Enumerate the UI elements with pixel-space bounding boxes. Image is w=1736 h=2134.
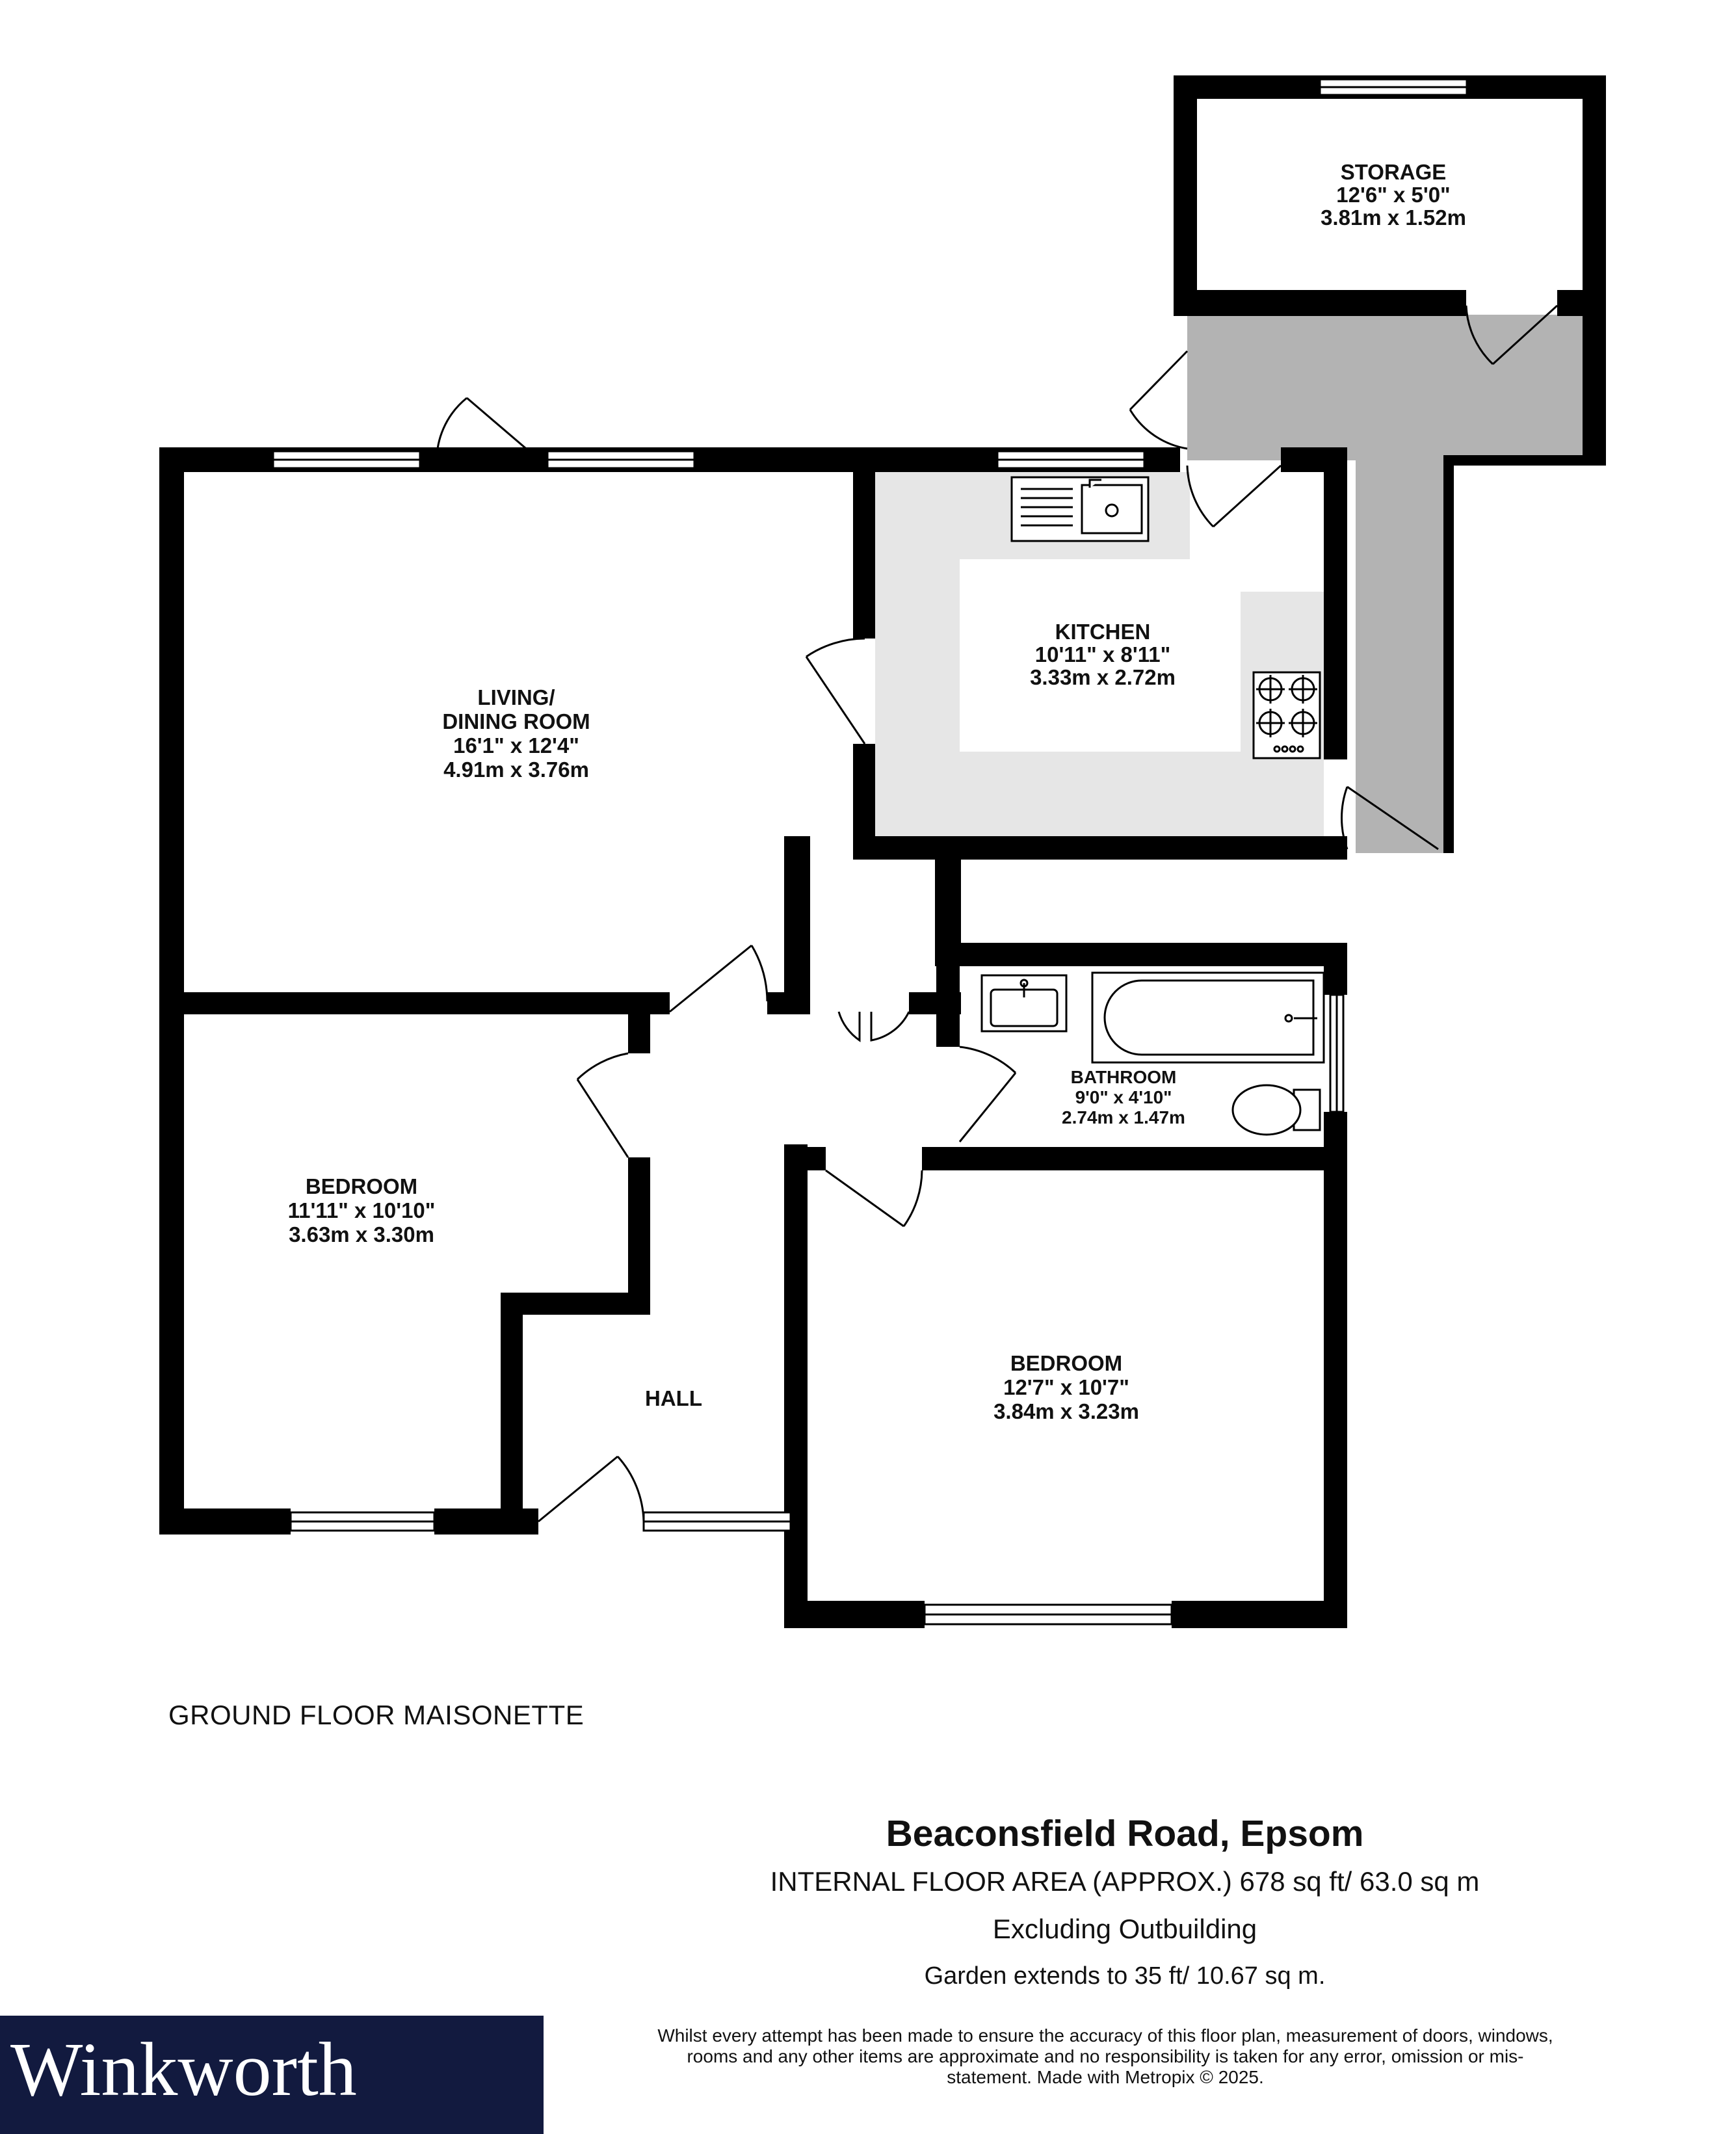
door-cupboard [837,1011,910,1042]
disclaimer: Whilst every attempt has been made to en… [657,2025,1553,2087]
bath-wall-right-top [1324,943,1347,995]
bathroom-basin [980,974,1068,1033]
door-bathroom [958,1046,1017,1142]
door-living-hall [669,944,769,1013]
internal-floor-area: INTERNAL FLOOR AREA (APPROX.) 678 sq ft/… [770,1866,1480,1897]
hall-name: HALL [645,1386,702,1410]
hob [1252,671,1321,759]
room-label-bathroom: BATHROOM 9'0" x 4'10" 2.74m x 1.47m [1062,1067,1185,1127]
living-metric: 4.91m x 3.76m [443,757,589,782]
bedroom1-wall-right-mid [628,1157,650,1313]
floor-name: GROUND FLOOR MAISONETTE [168,1700,585,1730]
door-front [538,1455,645,1523]
bedroom1-wall-bottom-left [159,1508,291,1535]
door-living-garden [436,397,548,468]
storage-metric: 3.81m x 1.52m [1321,205,1466,230]
bedroom2-metric: 3.84m x 3.23m [993,1399,1139,1423]
outbuilding-area [1187,315,1589,853]
room-label-storage: STORAGE 12'6" x 5'0" 3.81m x 1.52m [1321,160,1466,230]
corridor-wall-right [1583,310,1606,460]
bedroom2-wall-top-right [922,1147,1347,1170]
bedroom2-wall-right [1324,1147,1347,1628]
corridor-wall-inner [1443,455,1454,853]
storage-wall-left [1174,75,1197,316]
bath-wall-left [936,943,960,1047]
living-wall-left [159,447,184,1535]
kitchen-wall-bottom [853,836,1347,860]
bedroom1-notch-left [501,1293,523,1535]
storage-name: STORAGE [1341,160,1447,184]
kitchen-name: KITCHEN [1055,620,1151,644]
winkworth-logo: Winkworth [0,2016,544,2134]
storage-imperial: 12'6" x 5'0" [1336,183,1450,207]
bedroom1-imperial: 11'11" x 10'10" [288,1198,436,1222]
bedroom2-name: BEDROOM [1010,1351,1122,1375]
room-label-bedroom2: BEDROOM 12'7" x 10'7" 3.84m x 3.23m [993,1351,1139,1423]
bedroom2-wall-left [784,1147,808,1628]
bedroom2-wall-bottom-left [784,1601,925,1628]
bath-wall-top [936,943,1347,966]
floor-plan: STORAGE 12'6" x 5'0" 3.81m x 1.52m KITCH… [159,75,1606,1628]
storage-wall-right [1583,75,1606,310]
bedroom1-name: BEDROOM [306,1174,417,1198]
bedroom1-wall-top [159,992,670,1014]
living-imperial: 16'1" x 12'4" [453,733,579,757]
door-bedroom1 [576,1052,629,1158]
bathtub [1091,971,1325,1064]
bedroom2-wall-bottom-right [1172,1601,1347,1628]
logo-text: Winkworth [10,2027,357,2112]
room-label-living: LIVING/ DINING ROOM 16'1" x 12'4" 4.91m … [442,685,590,782]
kitchen-wall-right [1324,447,1347,759]
room-label-hall: HALL [645,1386,702,1410]
door-kitchen-corridor [1186,464,1282,528]
bathroom-imperial: 9'0" x 4'10" [1075,1087,1172,1107]
bedroom1-metric: 3.63m x 3.30m [289,1222,434,1246]
toilet [1231,1084,1321,1136]
corridor-wall-step [1443,455,1606,466]
bedroom2-imperial: 12'7" x 10'7" [1003,1375,1129,1399]
door-living-kitchen [805,637,866,744]
bedroom1-wall-right-upper [628,1001,650,1053]
room-label-bedroom1: BEDROOM 11'11" x 10'10" 3.63m x 3.30m [288,1174,436,1246]
cupboard-wall-left [784,836,810,1012]
living-kitchen-divider-upper [853,472,875,639]
kitchen-metric: 3.33m x 2.72m [1030,665,1176,689]
doors [436,304,1558,1523]
room-label-kitchen: KITCHEN 10'11" x 8'11" 3.33m x 2.72m [1030,620,1176,689]
storage-wall-bottom-left [1174,290,1466,316]
door-kitchen-corridor-lower [1341,785,1439,850]
living-name-line2: DINING ROOM [442,709,590,733]
windows [272,78,1468,1626]
property-address: Beaconsfield Road, Epsom [886,1813,1364,1854]
door-storage [1465,304,1558,365]
kitchen-imperial: 10'11" x 8'11" [1035,642,1171,666]
door-bedroom2 [825,1169,923,1228]
door-side-entry [1129,350,1189,450]
bathroom-metric: 2.74m x 1.47m [1062,1107,1185,1127]
bathroom-name: BATHROOM [1071,1067,1177,1087]
living-kitchen-divider-lower [853,744,875,840]
garden-size: Garden extends to 35 ft/ 10.67 sq m. [924,1962,1326,1990]
excluding-outbuilding: Excluding Outbuilding [992,1914,1257,1944]
cupboard-wall-bottom-left [767,992,810,1014]
kitchen-sink [1010,476,1150,542]
living-name-line1: LIVING/ [477,685,555,709]
bedroom1-notch-top [501,1293,650,1315]
hall-wall-bottom [501,1508,538,1535]
